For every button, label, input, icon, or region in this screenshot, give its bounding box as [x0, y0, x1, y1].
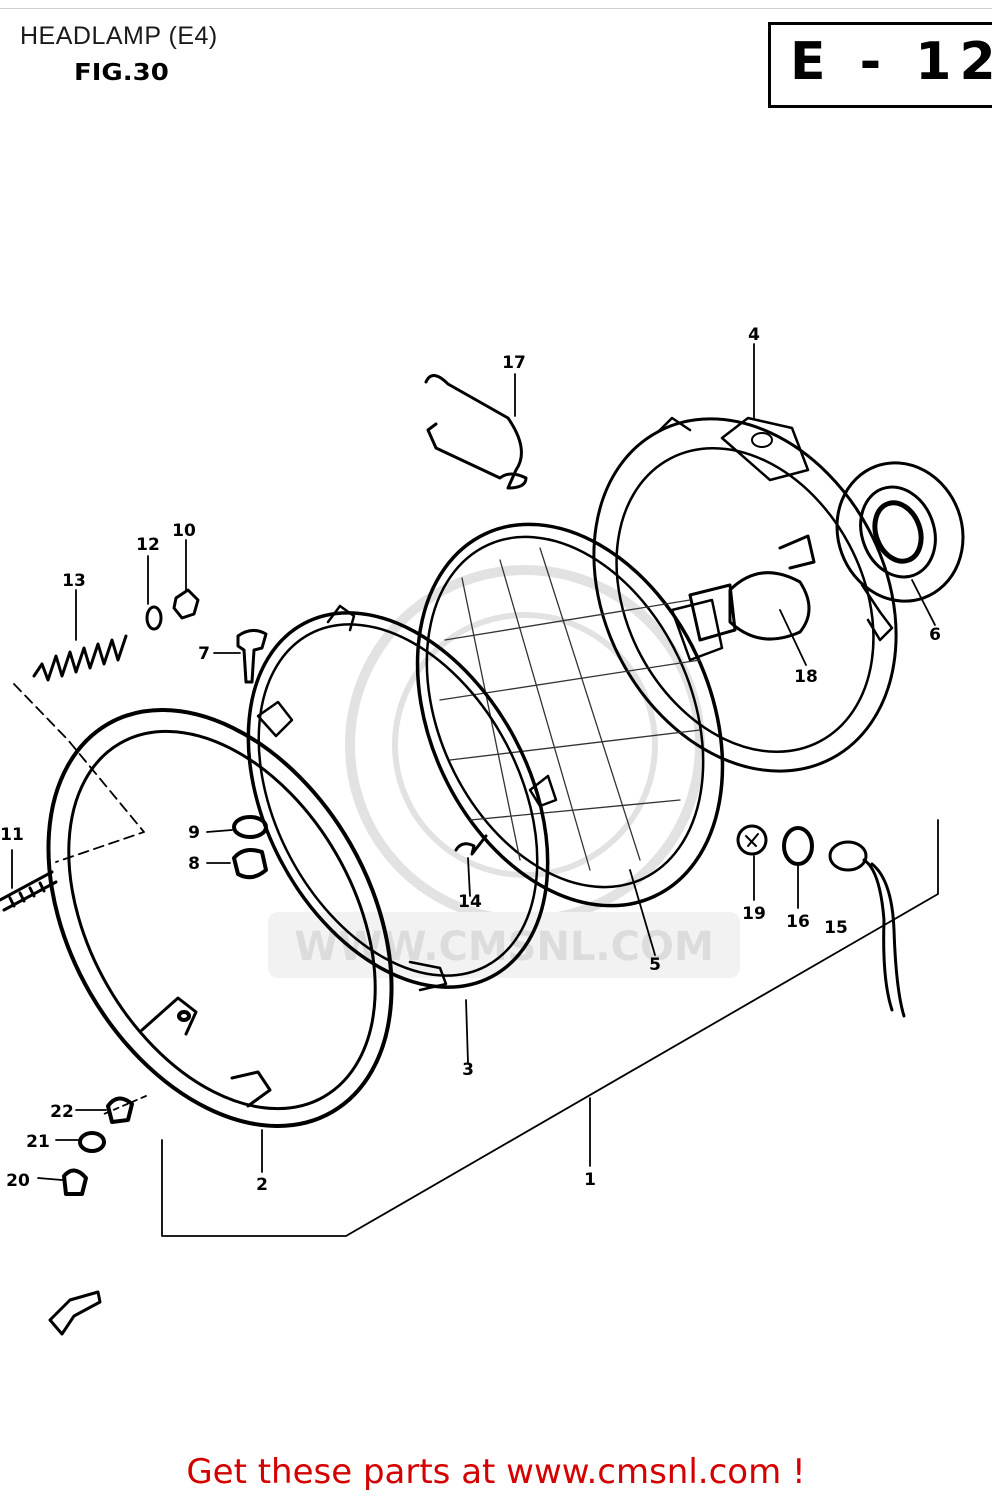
callout-5: 5 — [649, 955, 661, 975]
callout-14: 14 — [458, 892, 482, 912]
callout-7: 7 — [198, 644, 210, 664]
callout-9: 9 — [188, 823, 200, 843]
part-8-nut — [232, 848, 268, 880]
watermark-logo-icon — [345, 565, 705, 925]
section-frame — [768, 22, 992, 108]
callout-10: 10 — [172, 521, 196, 541]
callout-2: 2 — [256, 1175, 268, 1195]
callout-labels: 1 2 3 4 5 6 7 8 9 10 11 12 13 14 15 16 1… — [0, 325, 941, 1195]
callout-15: 15 — [824, 918, 848, 938]
callout-13: 13 — [62, 571, 86, 591]
part-3-inner-rim — [246, 604, 550, 992]
part-2-outer-rim — [46, 708, 394, 1128]
part-16-grommet — [782, 826, 814, 866]
callout-22: 22 — [50, 1102, 74, 1122]
callout-1: 1 — [584, 1170, 596, 1190]
callout-12: 12 — [136, 535, 160, 555]
leader-lines — [11, 343, 939, 1237]
callout-18: 18 — [794, 667, 818, 687]
section-box: E - 12 — [760, 10, 992, 120]
part-20-screw — [62, 1168, 88, 1196]
get-parts-link[interactable]: Get these parts at www.cmsnl.com ! — [186, 1452, 806, 1492]
callout-19: 19 — [742, 904, 766, 924]
part-15-socket-wire — [828, 840, 906, 1018]
part-6-socket — [835, 461, 965, 642]
callout-16: 16 — [786, 912, 810, 932]
part-14-screw — [454, 834, 488, 856]
part-19-bulb-small — [736, 824, 768, 856]
part-11-bolt — [0, 870, 58, 912]
front-direction-arrow-icon — [48, 1290, 102, 1336]
callout-11: 11 — [0, 825, 24, 845]
page-title: HEADLAMP (E4) — [20, 22, 218, 50]
part-12-washer — [145, 605, 163, 631]
part-5-lens — [415, 522, 725, 908]
callout-3: 3 — [462, 1060, 474, 1080]
part-18-bulb — [670, 534, 816, 662]
part-21-washer — [78, 1131, 106, 1153]
part-7-screw — [236, 629, 268, 684]
callout-4: 4 — [748, 325, 760, 345]
part-17-clip — [424, 374, 528, 490]
callout-20: 20 — [6, 1171, 30, 1191]
callout-8: 8 — [188, 854, 200, 874]
top-rule — [0, 8, 992, 9]
part-10-nut — [172, 588, 200, 620]
part-9-grommet — [232, 815, 268, 839]
figure-number: FIG.30 — [74, 59, 169, 87]
part-4-housing — [592, 416, 898, 773]
part-13-spring — [32, 634, 128, 682]
section-code: E - 12 — [790, 32, 992, 92]
part-22-fastener — [106, 1096, 134, 1124]
callout-21: 21 — [26, 1132, 50, 1152]
watermark-url: WWW.CMSNL.COM — [294, 924, 714, 970]
callout-17: 17 — [502, 353, 526, 373]
callout-6: 6 — [929, 625, 941, 645]
